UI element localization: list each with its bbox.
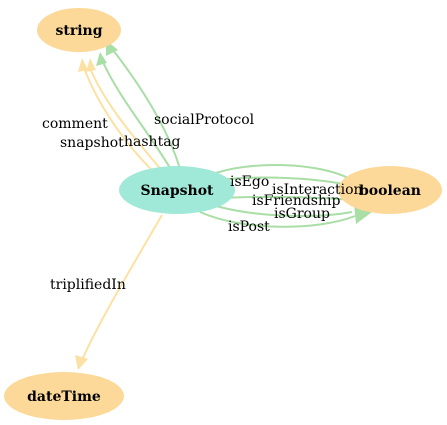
edge-label-is-post: isPost — [228, 219, 270, 235]
node-string: string — [37, 8, 121, 52]
arrowhead-snapshot — [78, 58, 88, 72]
edge-triplified-in — [75, 214, 163, 370]
node-datetime-label: dateTime — [27, 389, 101, 405]
edge-social-protocol — [106, 40, 183, 177]
node-string-label: string — [55, 23, 102, 39]
edge-is-ego — [209, 163, 353, 181]
edge-label-hashtag: hashtag — [124, 134, 181, 150]
edge-label-is-group: isGroup — [274, 206, 330, 222]
arrowhead-comment — [86, 58, 96, 72]
edge-label-comment: comment — [42, 116, 108, 132]
edge-snapshot — [78, 58, 161, 179]
edge-label-is-ego: isEgo — [230, 174, 269, 190]
edge-label-is-friendship: isFriendship — [252, 193, 340, 209]
edge-is-group — [215, 205, 353, 217]
node-snapshot: Snapshot — [119, 166, 235, 214]
edge-label-snapshot: snapshot — [60, 135, 124, 151]
node-snapshot-label: Snapshot — [140, 183, 214, 199]
edge-label-triplified-in: triplifiedIn — [50, 277, 126, 293]
edge-hashtag — [96, 52, 177, 179]
edge-label-is-interaction: isInteraction — [272, 182, 363, 198]
node-boolean: boolean — [338, 166, 442, 214]
edge-label-social-protocol: socialProtocol — [154, 112, 255, 128]
edge-is-post — [199, 211, 356, 228]
arrowhead-triplified-in — [75, 355, 88, 370]
arrowhead-hashtag — [96, 52, 107, 66]
edge-is-friendship — [219, 195, 353, 201]
node-boolean-label: boolean — [359, 183, 421, 199]
node-datetime: dateTime — [4, 372, 124, 420]
